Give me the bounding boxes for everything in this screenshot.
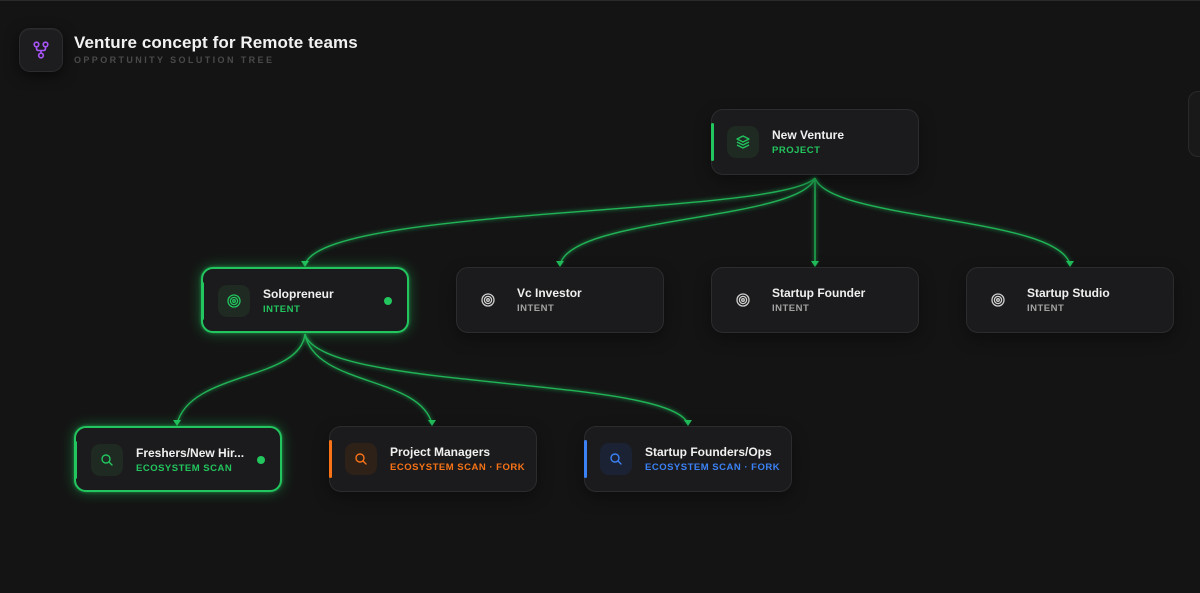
node-type: ECOSYSTEM SCAN · FORK (390, 462, 526, 473)
search-icon (355, 453, 367, 465)
node-type: INTENT (772, 303, 810, 314)
edge-new-venture-startup-studio (814, 177, 1071, 266)
node-label: Project Managers (390, 445, 491, 459)
node-label: Solopreneur (263, 287, 334, 301)
selected-indicator-dot (257, 456, 265, 464)
node-vc-investor[interactable]: Vc Investor INTENT (456, 267, 664, 333)
node-type: PROJECT (772, 145, 821, 156)
target-icon (481, 293, 495, 307)
node-type: ECOSYSTEM SCAN · FORK (645, 462, 781, 473)
node-new-venture[interactable]: New Venture PROJECT (711, 109, 919, 175)
page-subtitle: OPPORTUNITY SOLUTION TREE (74, 55, 275, 65)
edge-new-venture-solopreneur (304, 177, 816, 266)
node-accent-bar (329, 440, 332, 478)
node-icon-wrap (600, 443, 632, 475)
edge-solopreneur-freshers (176, 333, 306, 425)
edge-solopreneur-startup-founders-ops (304, 333, 689, 425)
node-icon-wrap (727, 284, 759, 316)
node-label: New Venture (772, 128, 845, 142)
side-panel-handle[interactable] (1188, 91, 1200, 157)
node-icon-wrap (345, 443, 377, 475)
search-icon (610, 453, 622, 465)
node-accent-bar (711, 123, 714, 161)
node-label: Startup Studio (1027, 286, 1110, 300)
node-icon-wrap (218, 285, 250, 317)
node-label: Freshers/New Hir... (136, 446, 245, 460)
page-title: Venture concept for Remote teams (74, 33, 358, 52)
node-project-managers[interactable]: Project Managers ECOSYSTEM SCAN · FORK (329, 426, 537, 492)
node-accent-bar (74, 441, 77, 479)
app-icon-button[interactable] (19, 28, 63, 72)
node-icon-wrap (472, 284, 504, 316)
edge-new-venture-vc-investor (559, 177, 816, 266)
node-label: Startup Founders/Ops (645, 445, 772, 459)
node-startup-studio[interactable]: Startup Studio INTENT (966, 267, 1174, 333)
node-startup-founder[interactable]: Startup Founder INTENT (711, 267, 919, 333)
node-solopreneur[interactable]: Solopreneur INTENT (201, 267, 409, 333)
node-freshers[interactable]: Freshers/New Hir... ECOSYSTEM SCAN (74, 426, 282, 492)
node-label: Vc Investor (517, 286, 582, 300)
node-accent-bar (201, 282, 204, 320)
node-icon-wrap (91, 444, 123, 476)
fork-tree-icon (33, 41, 49, 59)
layers-icon (736, 135, 750, 149)
node-type: INTENT (1027, 303, 1065, 314)
edge-solopreneur-project-managers (304, 333, 433, 425)
node-type: INTENT (517, 303, 555, 314)
node-accent-bar (584, 440, 587, 478)
node-label: Startup Founder (772, 286, 866, 300)
selected-indicator-dot (384, 297, 392, 305)
target-icon (736, 293, 750, 307)
search-icon (101, 454, 113, 466)
node-type: INTENT (263, 304, 301, 315)
node-icon-wrap (982, 284, 1014, 316)
target-icon (227, 294, 241, 308)
node-type: ECOSYSTEM SCAN (136, 463, 233, 474)
node-startup-founders-ops[interactable]: Startup Founders/Ops ECOSYSTEM SCAN · FO… (584, 426, 792, 492)
target-icon (991, 293, 1005, 307)
node-icon-wrap (727, 126, 759, 158)
